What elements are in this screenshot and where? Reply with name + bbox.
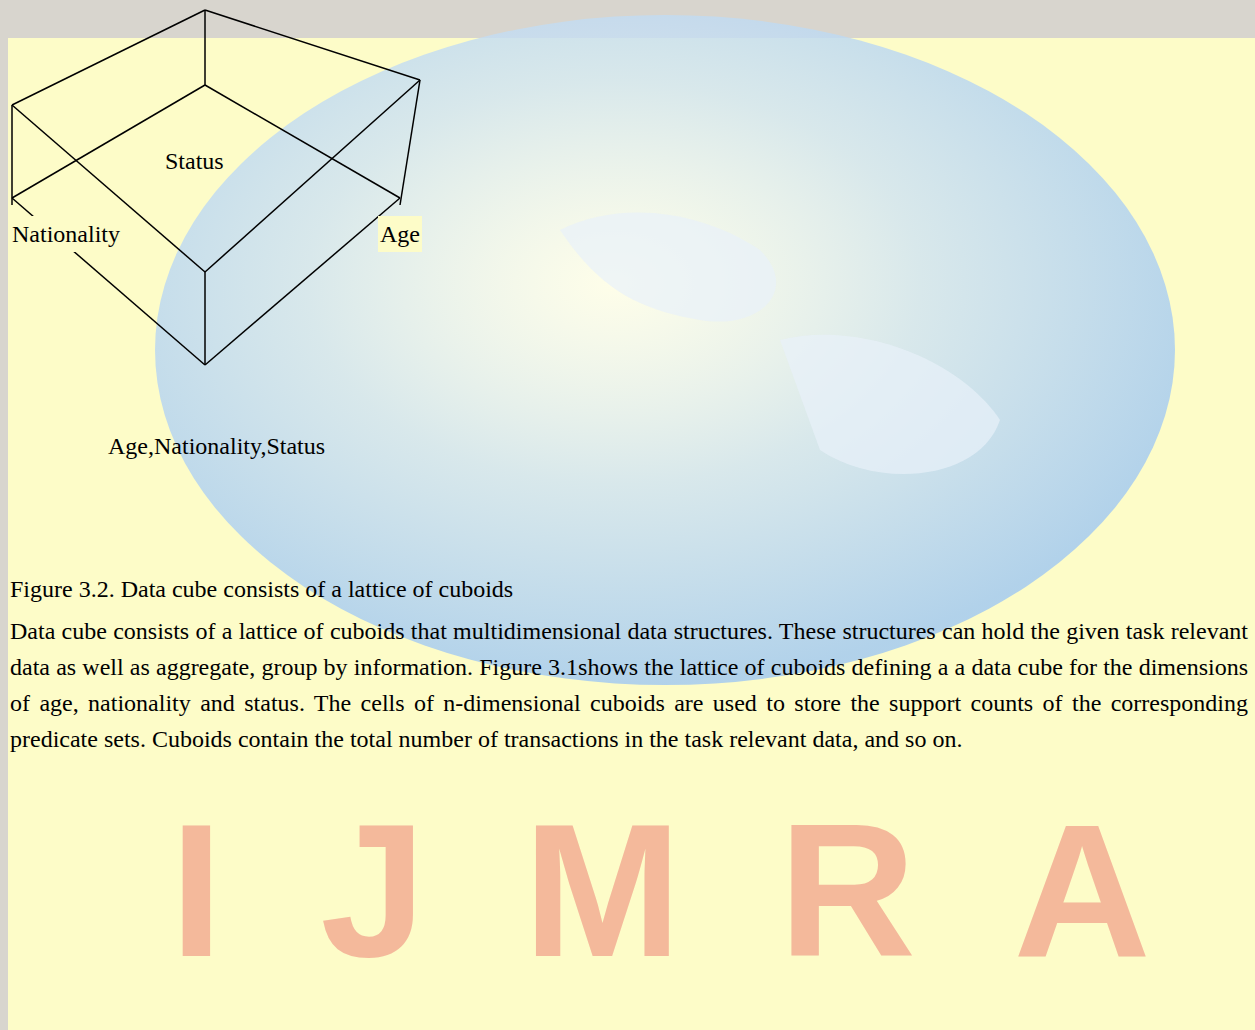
globe-land <box>560 213 776 322</box>
globe-land <box>780 335 1000 474</box>
cuboid-label: Age,Nationality,Status <box>108 428 325 464</box>
watermark: IJMRA <box>170 790 1248 990</box>
cube-lines <box>12 10 420 365</box>
axis-label: Nationality <box>10 216 122 252</box>
figure-caption: Figure 3.2. Data cube consists of a latt… <box>10 571 513 607</box>
axis-label: Status <box>163 143 226 179</box>
body-paragraph: Data cube consists of a lattice of cuboi… <box>10 613 1248 757</box>
axis-label: Age <box>378 216 422 252</box>
